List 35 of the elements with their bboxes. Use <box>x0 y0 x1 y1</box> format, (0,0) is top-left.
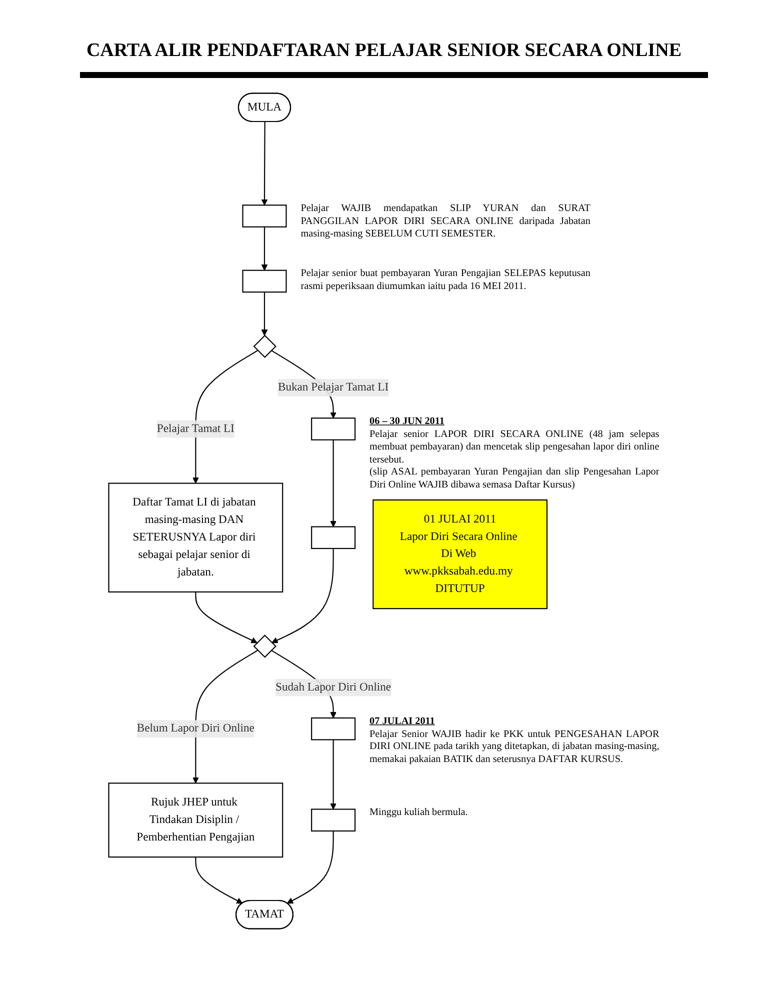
arrow <box>192 650 258 784</box>
node-box <box>311 808 356 832</box>
note-text: Pelajar senior buat pembayaran Yuran Pengajian SELEPAS keputusan rasmi peperiksaan diumumkan iaitu pada 16 MEI 2011. <box>300 267 590 293</box>
edge-label: Sudah Lapor Diri Online <box>276 681 392 694</box>
arrow <box>261 292 268 336</box>
arrow <box>261 122 268 206</box>
arrow <box>192 350 258 484</box>
arrow <box>195 857 243 904</box>
node-diamond <box>253 634 276 658</box>
title: CARTA ALIR PENDAFTARAN PELAJAR SENIOR SECARA ONLINE <box>85 40 683 62</box>
node-box: Daftar Tamat LI di jabatan masing-masing DAN SETERUSNYA Lapor diri sebagai pelajar senior di jabatan. <box>108 482 284 592</box>
edge-label: Bukan Pelajar Tamat LI <box>278 381 389 394</box>
arrow <box>330 440 336 528</box>
node-box <box>242 204 287 228</box>
note-text: Pelajar WAJIB mendapatkan SLIP YURAN dan SURAT PANGGILAN LAPOR DIRI SECARA ONLINE daripada Jabatan masing-masing SEBELUM CUTI SEMESTER. <box>300 202 590 240</box>
node-box: Rujuk JHEP untuk Tindakan Disiplin / Pemberhentian Pengajian <box>108 782 284 858</box>
note-text: Pelajar senior LAPOR DIRI SECARA ONLINE (48 jam selepas membuat pembayaran) dan mencetak slip pengesahan lapor diri online tersebut. <box>370 428 660 466</box>
arrow <box>261 226 268 271</box>
note-text: Pelajar Senior WAJIB hadir ke PKK untuk PENGESAHAN LAPOR DIRI ONLINE pada tarikh yang ditetapkan, di jabatan masing-masing, memakai pakaian BATIK dan seterusnya DAFTAR KURSUS. <box>370 728 660 766</box>
node-box <box>311 418 356 440</box>
node-box <box>242 270 287 293</box>
node-box: 01 JULAI 2011 Lapor Diri Secara Online Di Web www.pkksabah.edu.my DITUTUP <box>372 499 548 610</box>
arrow <box>330 740 336 810</box>
node-box <box>311 717 356 740</box>
note-text: Minggu kuliah bermula. <box>370 806 469 820</box>
date-heading: 07 JULAI 2011 <box>370 715 436 728</box>
arrow <box>286 830 334 904</box>
edge-label: Belum Lapor Diri Online <box>136 722 254 735</box>
edge-label: Pelajar Tamat LI <box>156 422 234 435</box>
arrow <box>272 548 334 644</box>
date-heading: 06 – 30 JUN 2011 <box>370 415 446 428</box>
node-box <box>311 526 356 550</box>
arrow <box>195 592 258 644</box>
node-diamond <box>253 334 276 358</box>
note-text: (slip ASAL pembayaran Yuran Pengajian dan slip Pengesahan Lapor Diri Online WAJIB dibawa semasa Daftar Kursus) <box>370 466 660 492</box>
